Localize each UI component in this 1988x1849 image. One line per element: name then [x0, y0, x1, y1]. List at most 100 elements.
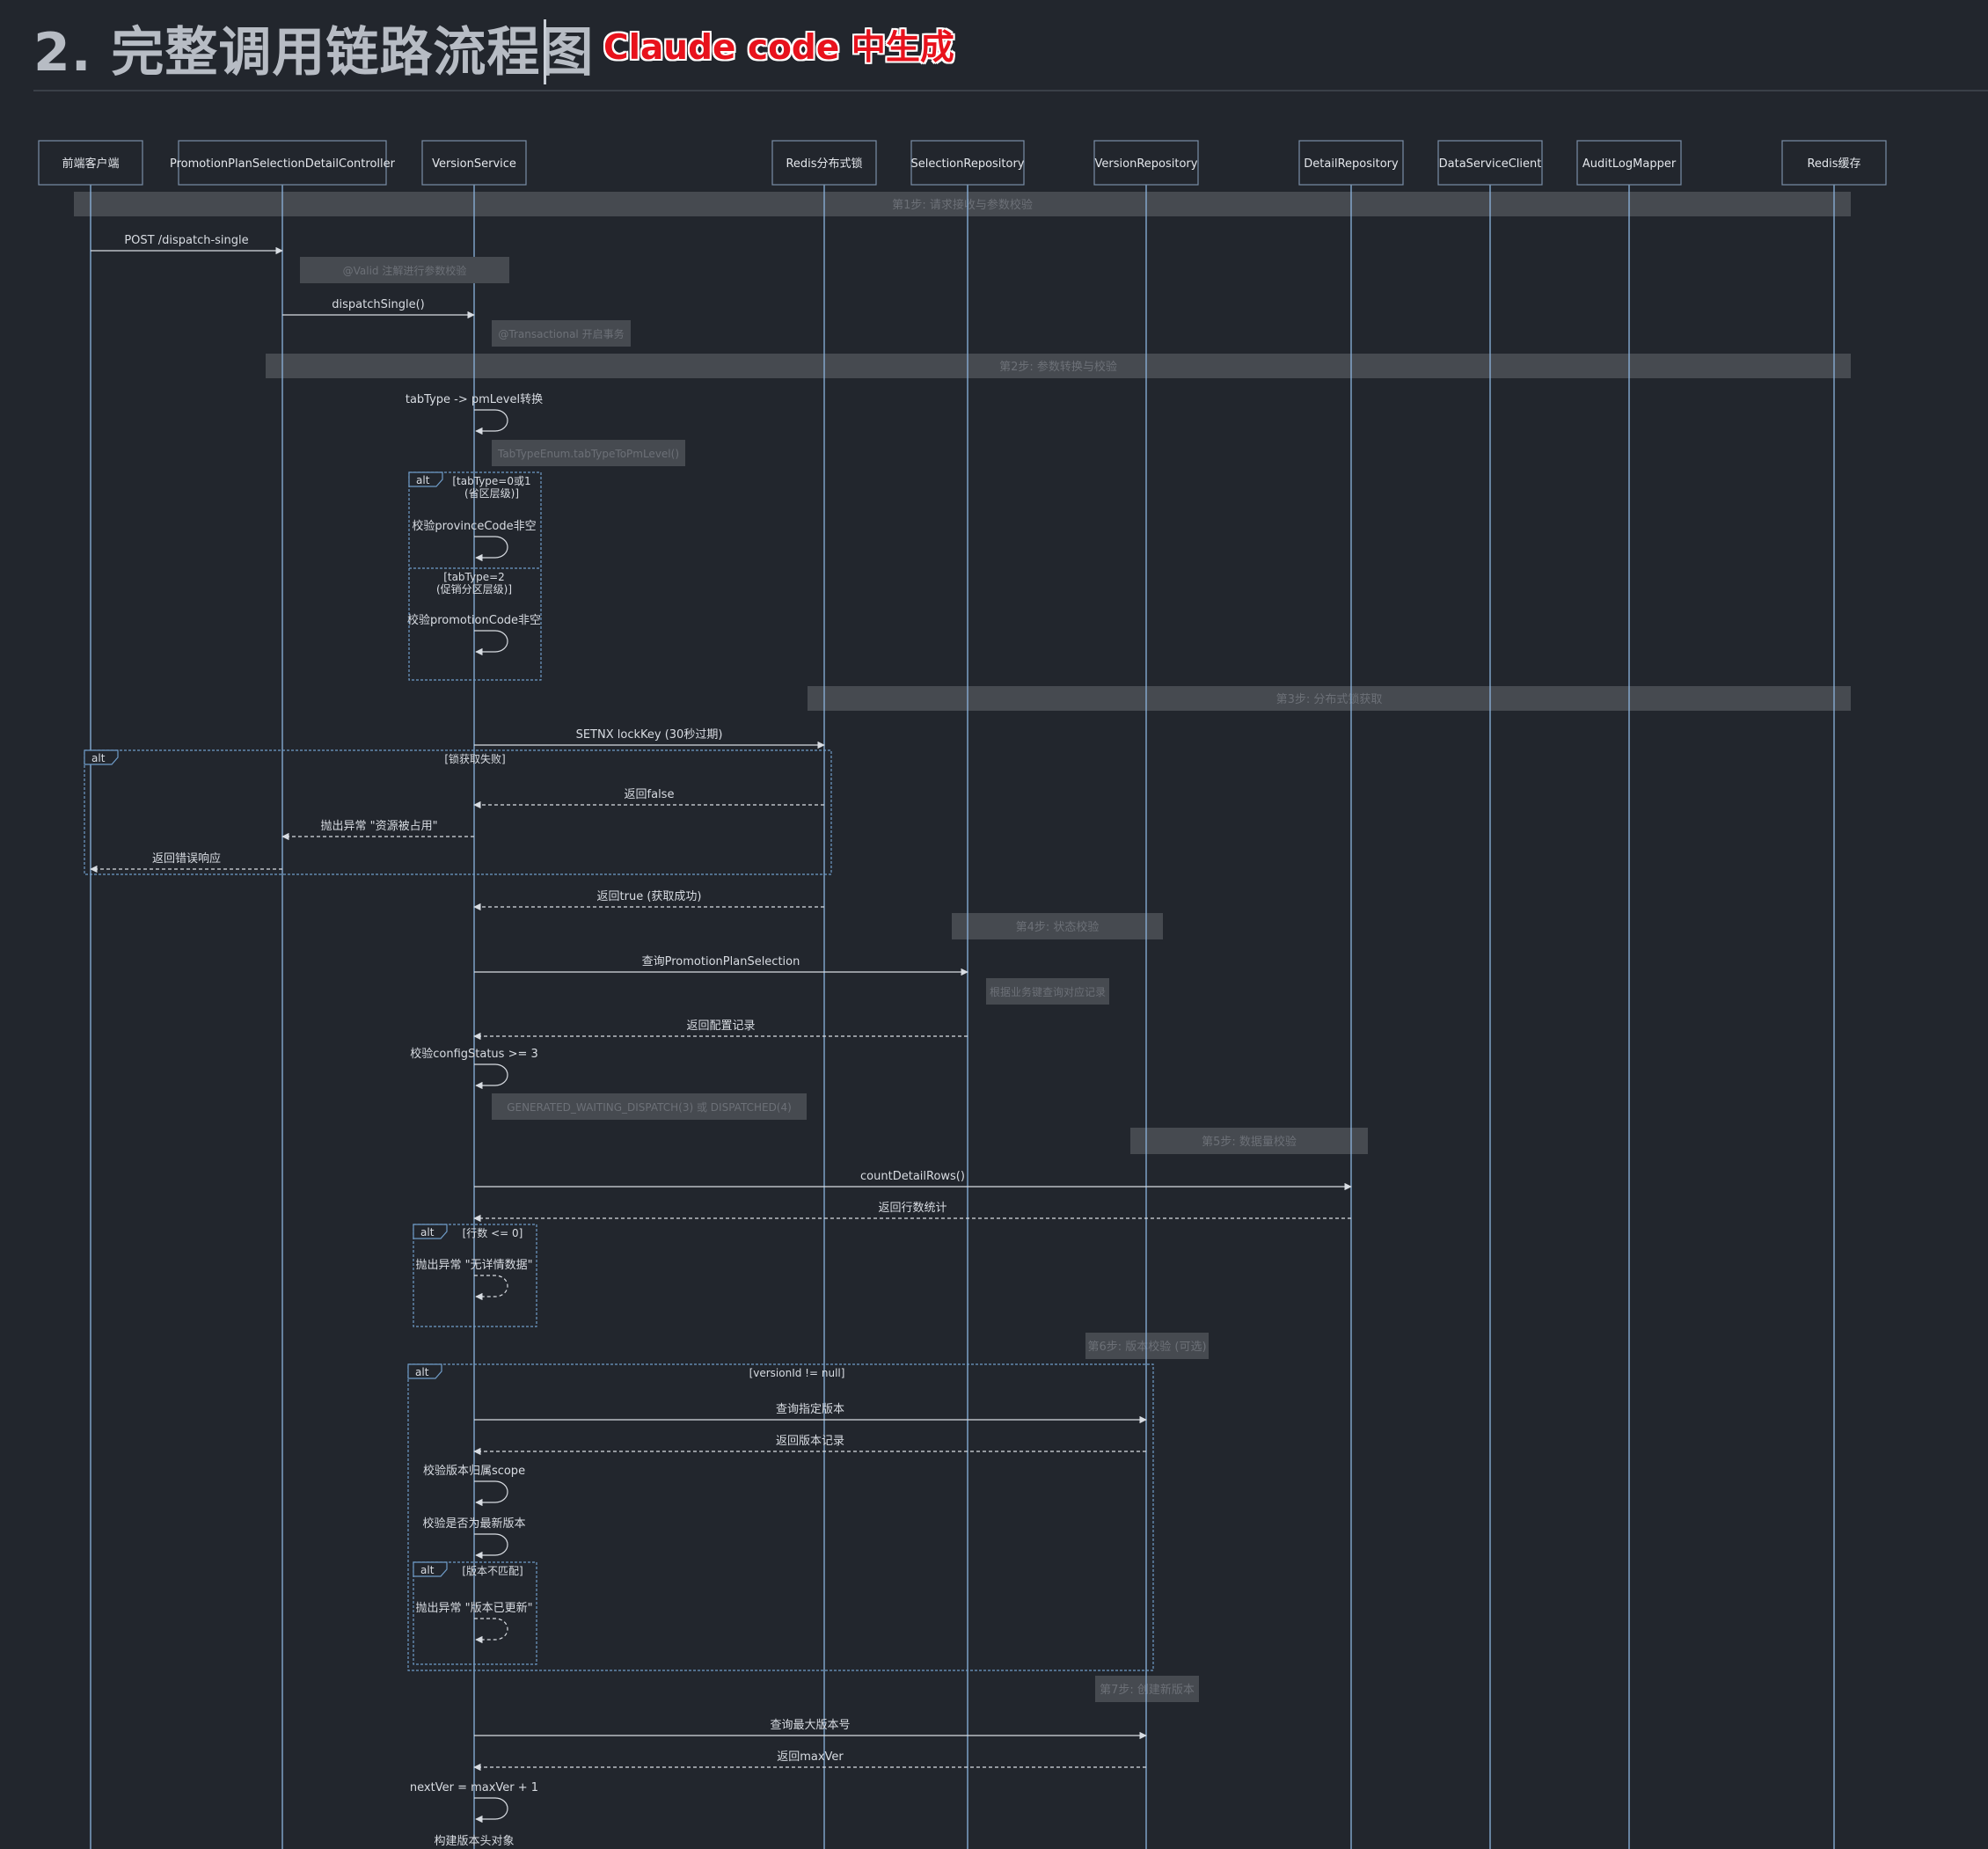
participant-9: AuditLogMapper [1576, 140, 1682, 186]
message-label: countDetailRows() [860, 1170, 965, 1183]
msg-next-ver: nextVer = maxVer + 1 [410, 1781, 538, 1823]
note-bg [492, 1093, 807, 1120]
msg-return-true: 返回true (获取成功) [473, 890, 824, 911]
step-bar-bg [1085, 1333, 1209, 1359]
self-message-arrow [474, 536, 508, 562]
participant-label: DataServiceClient [1439, 157, 1542, 171]
message-label: 返回配置记录 [686, 1020, 755, 1033]
message-label: 查询最大版本号 [770, 1719, 850, 1732]
step-bar-label: 第7步: 创建新版本 [1100, 1683, 1195, 1697]
step-bar: 第4步: 状态校验 [952, 913, 1163, 939]
msg-count-rows: countDetailRows() [474, 1170, 1352, 1191]
message-label: 返回行数统计 [878, 1202, 946, 1215]
step-bar: 第6步: 版本校验 (可选) [1085, 1333, 1209, 1359]
msg-return-false: 返回false [473, 788, 824, 809]
page-header: 2. 完整调用链路流程图 Claude code 中生成 [33, 12, 1988, 91]
msg-dispatch-single: dispatchSingle() [282, 298, 475, 319]
step-bar-bg [952, 913, 1163, 939]
step-bar: 第1步: 请求接收与参数校验 [74, 192, 1851, 216]
participant-box [178, 140, 387, 186]
self-message-arrow [474, 1275, 508, 1301]
participant-label: VersionService [432, 157, 516, 171]
message-label: 返回false [625, 788, 675, 801]
self-message-arrow [474, 1063, 508, 1090]
fragment-keyword: alt [420, 1564, 435, 1576]
step-bar-label: 第5步: 数据量校验 [1202, 1135, 1297, 1149]
fragment-frame [407, 1363, 1154, 1671]
text-cursor [544, 19, 546, 84]
participant-box [771, 140, 877, 186]
step-bar-label: 第3步: 分布式锁获取 [1276, 692, 1383, 706]
msg-tabtype-convert: tabType -> pmLevel转换 [406, 393, 543, 435]
message-label: 校验是否为最新版本 [422, 1516, 525, 1531]
message-label: tabType -> pmLevel转换 [406, 393, 543, 406]
step-bar-bg [1130, 1128, 1368, 1154]
note-bg [300, 257, 509, 283]
step-bar: 第2步: 参数转换与校验 [266, 354, 1851, 378]
participant-box [1576, 140, 1682, 186]
msg-throw-updated: 抛出异常 "版本已更新" [415, 1601, 533, 1644]
participant-label: SelectionRepository [910, 157, 1024, 171]
fragment-keyword: alt [91, 752, 106, 764]
msg-check-scope: 校验版本归属scope [423, 1464, 525, 1507]
note-bg [986, 978, 1109, 1005]
fragment-guard: [版本不匹配] [462, 1565, 523, 1577]
step-bar-bg [266, 354, 1851, 378]
message-label: 查询指定版本 [776, 1403, 844, 1416]
message-label: nextVer = maxVer + 1 [410, 1781, 538, 1794]
participant-5: SelectionRepository [910, 140, 1025, 186]
message-label: 校验provinceCode非空 [412, 519, 536, 533]
fragment-guard: [tabType=2 [443, 571, 505, 583]
participant-boxes: 前端客户端 PromotionPlanSelectionDetailControl… [38, 140, 1887, 186]
note-text: @Transactional 开启事务 [498, 327, 624, 340]
participant-2: PromotionPlanSelectionDetailController [170, 140, 396, 186]
step-bar-label: 第6步: 版本校验 (可选) [1087, 1340, 1206, 1354]
participant-6: VersionRepository [1093, 140, 1199, 186]
fragment-tab [84, 749, 119, 765]
step-bar: 第5步: 数据量校验 [1130, 1128, 1368, 1154]
msg-return-version: 返回版本记录 [473, 1435, 1146, 1456]
fragment-guard: [versionId != null] [749, 1367, 845, 1379]
fragment-frame [408, 471, 542, 681]
alt-tabtype: alt[tabType=0或1(省区层级)][tabType=2(促销分区层级)… [408, 471, 542, 681]
alt-lock-failed: alt [锁获取失败] [84, 749, 832, 875]
lifelines [90, 185, 1835, 1849]
participant-8: DataServiceClient [1437, 140, 1543, 186]
msg-return-count: 返回行数统计 [473, 1202, 1351, 1223]
message-label: 查询PromotionPlanSelection [642, 955, 800, 968]
msg-return-error: 返回错误响应 [90, 851, 282, 873]
alt-rows-zero: alt[行数 <= 0] [413, 1224, 537, 1327]
fragment-frame [413, 1224, 537, 1327]
alt-version-mismatch: alt [版本不匹配] [413, 1561, 537, 1665]
participant-label: VersionRepository [1095, 157, 1198, 171]
page-title: 2. 完整调用链路流程图 [33, 22, 595, 84]
self-message-arrow [474, 1480, 508, 1507]
participant-box [38, 140, 143, 186]
fragment-tab [407, 1363, 442, 1379]
participant-box [1093, 140, 1199, 186]
step-bar-bg [74, 192, 1851, 216]
fragment-tab [413, 1561, 448, 1577]
msg-check-status: 校验configStatus >= 3 [410, 1047, 538, 1090]
msg-throw-nodata: 抛出异常 "无详情数据" [415, 1259, 533, 1301]
self-message-arrow [474, 1533, 508, 1560]
message-label: 返回版本记录 [776, 1435, 844, 1448]
msg-setnx: SETNX lockKey (30秒过期) [474, 728, 825, 749]
msg-throw-busy: 抛出异常 "资源被占用" [281, 820, 474, 841]
note: GENERATED_WAITING_DISPATCH(3) 或 DISPATCH… [492, 1093, 807, 1120]
fragment-guard: [锁获取失败] [444, 752, 505, 765]
alt-fragments: alt[tabType=0或1(省区层级)][tabType=2(促销分区层级)… [84, 471, 1154, 1671]
fragment-guard: (促销分区层级)] [436, 583, 512, 596]
notes: @Valid 注解进行参数校验@Transactional 开启事务TabTyp… [300, 257, 1109, 1120]
participant-label: DetailRepository [1304, 157, 1399, 171]
participant-7: DetailRepository [1298, 140, 1404, 186]
participant-box [421, 140, 527, 186]
message-label: 返回true (获取成功) [597, 890, 702, 903]
step-bar-label: 第1步: 请求接收与参数校验 [892, 198, 1033, 212]
participant-label: Redis分布式锁 [786, 157, 862, 171]
step-bar-label: 第2步: 参数转换与校验 [999, 360, 1117, 374]
note-bg [492, 440, 685, 466]
participant-label: 前端客户端 [62, 157, 119, 171]
message-label: POST /dispatch-single [124, 234, 248, 247]
